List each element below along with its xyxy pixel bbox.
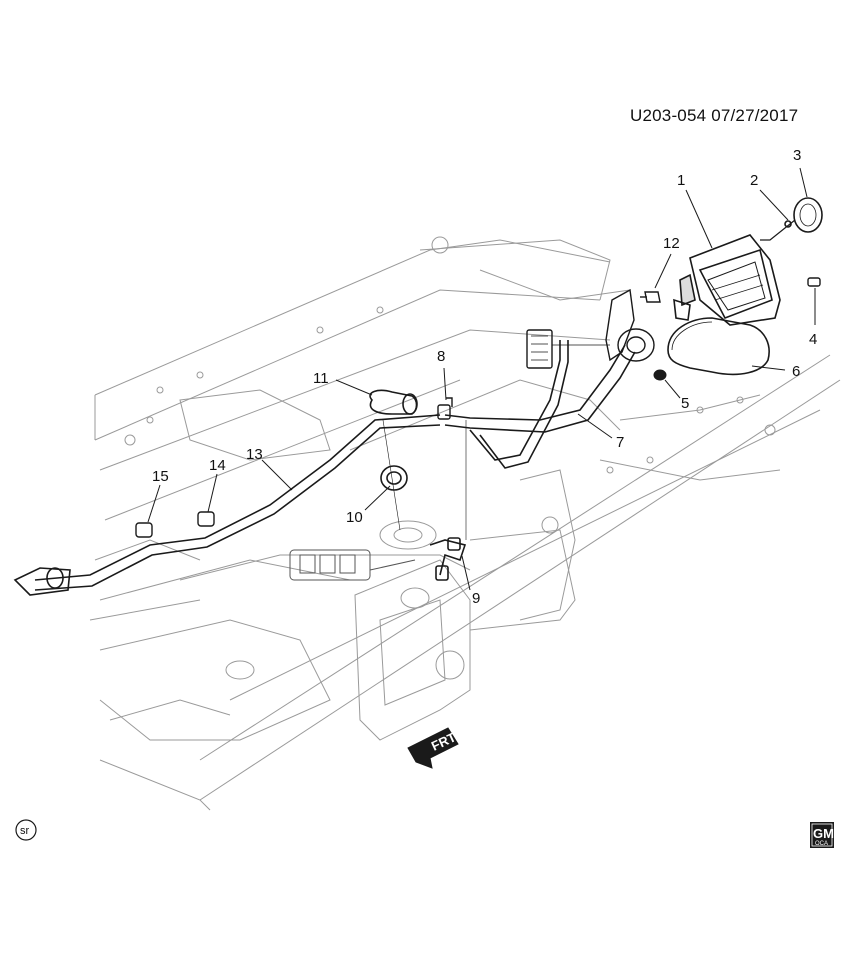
callout-5: 5 — [681, 395, 689, 412]
document-id: U203-054 07/27/2017 — [630, 106, 799, 125]
callout-labels: 1 2 3 4 5 6 7 8 9 10 11 12 13 14 15 — [152, 147, 817, 607]
gm-logo: GM OCA — [810, 822, 834, 848]
leader-lines — [147, 167, 816, 591]
callout-11: 11 — [313, 370, 329, 387]
vent-pipe — [429, 537, 467, 581]
fuel-pump-module — [289, 549, 416, 581]
filler-hose — [369, 389, 418, 415]
bumper — [653, 369, 667, 381]
callout-7: 7 — [616, 434, 624, 451]
filler-bracket — [605, 288, 655, 362]
callout-15: 15 — [152, 468, 169, 485]
callout-1: 1 — [677, 172, 685, 189]
fuel-door — [667, 317, 770, 376]
callout-9: 9 — [472, 590, 480, 607]
bolt — [640, 291, 661, 303]
sr-label: sr — [20, 825, 30, 837]
callout-12: 12 — [663, 235, 680, 252]
front-direction-arrow: FRT — [407, 727, 459, 769]
callout-10: 10 — [346, 509, 363, 526]
gm-logo-subtext: OCA — [815, 841, 828, 847]
vapor-line — [13, 414, 441, 596]
callout-2: 2 — [750, 172, 758, 189]
callout-13: 13 — [246, 446, 263, 463]
line-clip — [135, 511, 215, 538]
sr-mark: sr — [15, 819, 37, 841]
fuel-filler-housing — [673, 234, 781, 326]
hose-clamp — [437, 397, 453, 420]
vehicle-frame — [89, 236, 841, 811]
callout-6: 6 — [792, 363, 800, 380]
fuel-cap — [760, 197, 823, 241]
callout-4: 4 — [809, 331, 817, 348]
fuel-filler-pipe — [444, 340, 636, 469]
grommet — [380, 465, 408, 491]
callout-3: 3 — [793, 147, 801, 164]
wiring-connector — [526, 329, 610, 369]
callout-8: 8 — [437, 348, 445, 365]
spring-pin — [807, 277, 821, 287]
gm-logo-text: GM — [813, 826, 834, 841]
callout-14: 14 — [209, 457, 226, 474]
